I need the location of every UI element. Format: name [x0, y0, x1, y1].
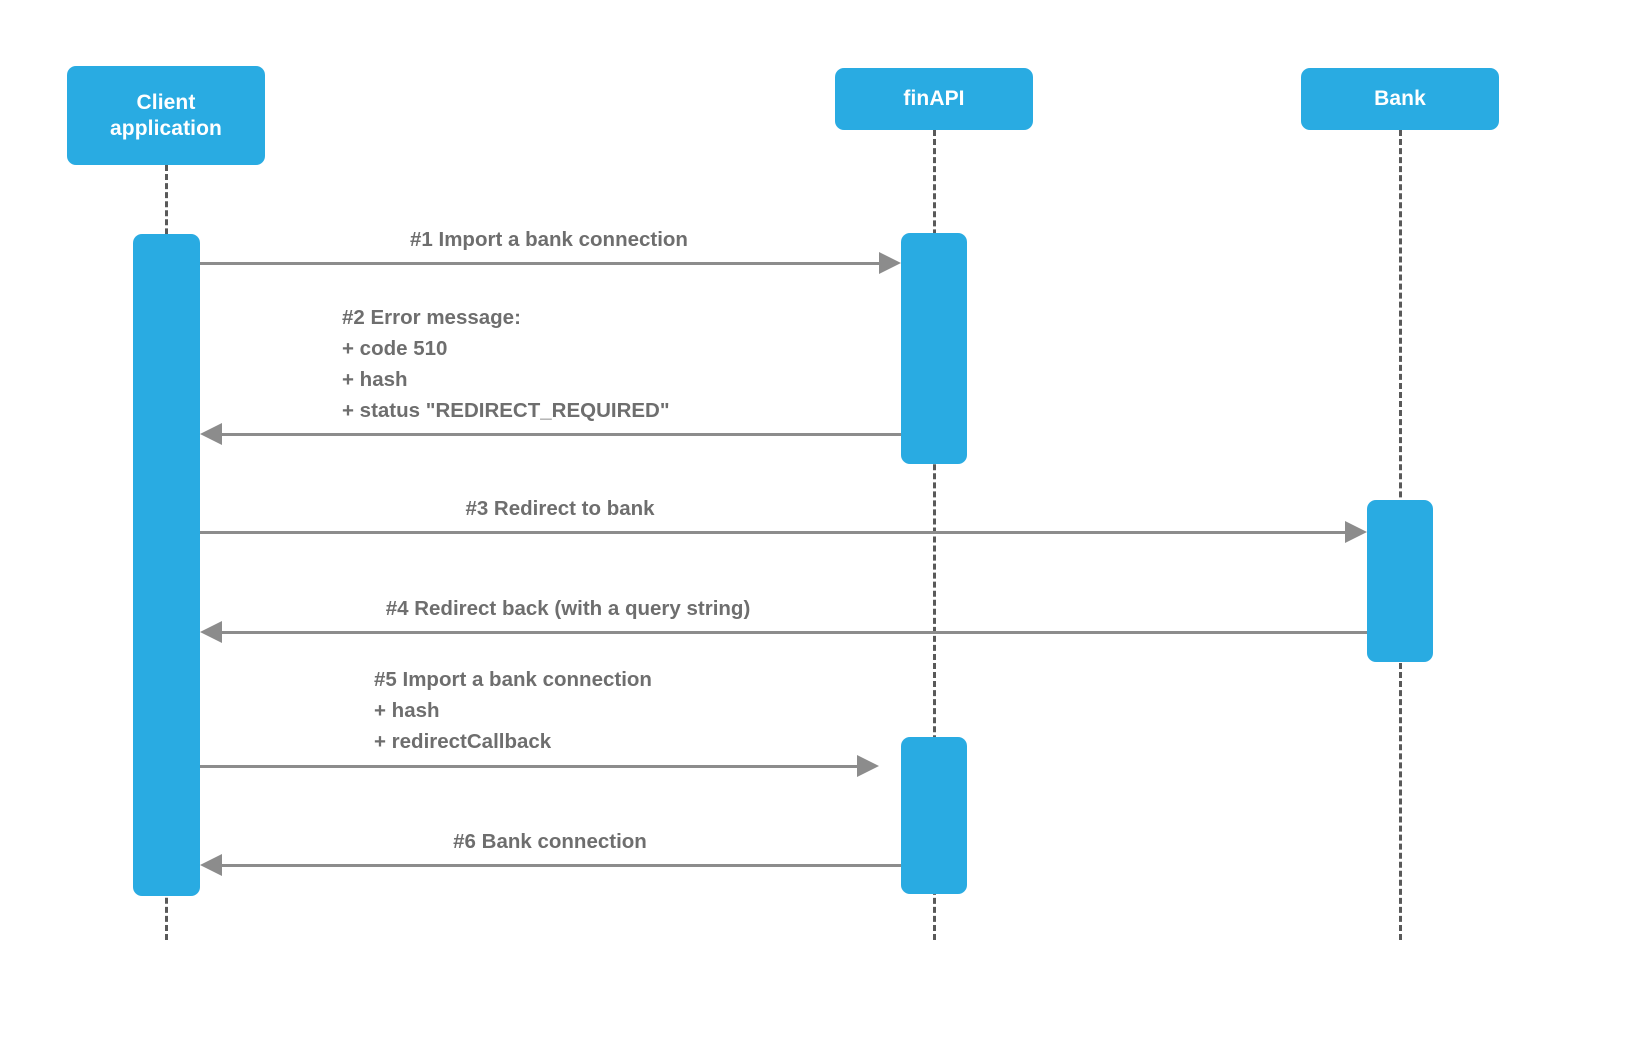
message-4-line: [222, 631, 1367, 634]
participant-finapi[interactable]: finAPI: [835, 68, 1033, 130]
message-5-label: #5 Import a bank connection + hash + red…: [374, 668, 652, 753]
participant-bank[interactable]: Bank: [1301, 68, 1499, 130]
message-3-arrowhead: [1345, 521, 1367, 543]
message-3-line: [200, 531, 1346, 534]
participant-bank-label: Bank: [1374, 87, 1426, 110]
activation-bar-client-application: [133, 234, 200, 896]
message-2-arrowhead: [200, 423, 222, 445]
participant-client-application-label: Client application: [110, 90, 222, 140]
activation-bar-bank: [1367, 500, 1433, 662]
message-3-label: #3 Redirect to bank: [465, 497, 655, 520]
activation-bar-finapi-second: [901, 737, 967, 894]
message-1-line: [200, 262, 880, 265]
message-5-arrowhead: [857, 755, 879, 777]
message-4-arrowhead: [200, 621, 222, 643]
message-2-line: [222, 433, 901, 436]
activation-bar-finapi-first: [901, 233, 967, 464]
lifeline-finapi: [933, 130, 936, 940]
message-1-label: #1 Import a bank connection: [410, 228, 688, 251]
message-6-label: #6 Bank connection: [453, 830, 647, 853]
message-5-line: [200, 765, 858, 768]
message-2-label: #2 Error message: + code 510 + hash + st…: [342, 306, 670, 422]
message-6-arrowhead: [200, 854, 222, 876]
message-4-label: #4 Redirect back (with a query string): [385, 597, 751, 620]
message-1-arrowhead: [879, 252, 901, 274]
participant-finapi-label: finAPI: [903, 87, 965, 110]
participant-client-application[interactable]: Client application: [67, 66, 265, 165]
message-6-line: [222, 864, 901, 867]
